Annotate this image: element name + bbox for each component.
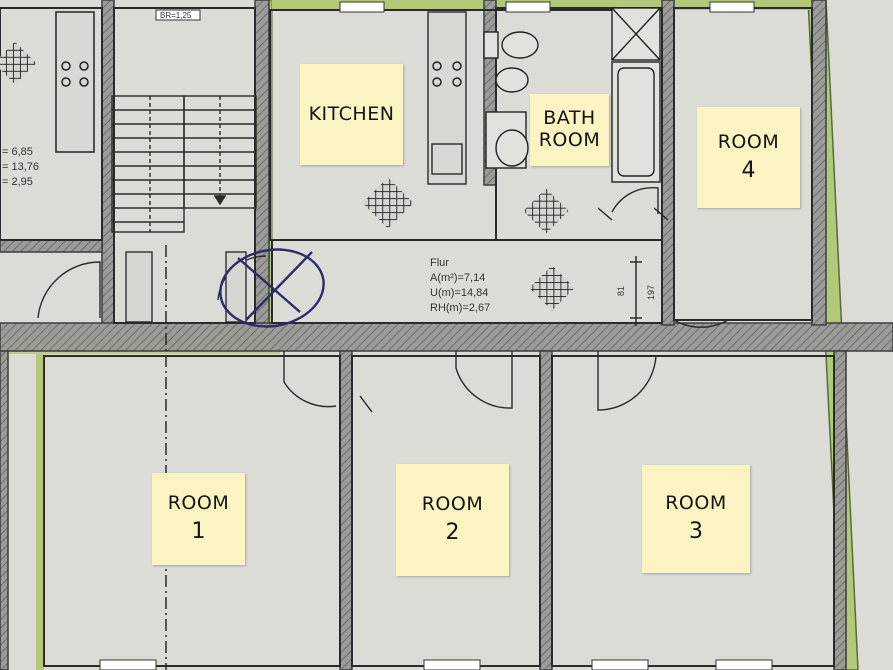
sticky-note-room4: ROOM 4 <box>697 107 800 208</box>
room4-number: 4 <box>741 157 756 183</box>
room3-label: ROOM <box>665 492 727 515</box>
door-dimension-197: 197 <box>646 285 656 300</box>
bathroom-label-line1: BATH <box>543 107 596 130</box>
hallway-height: RH(m)=2,67 <box>430 302 490 314</box>
room2-number: 2 <box>445 520 460 546</box>
toilet-icon <box>483 31 539 93</box>
hallway-area: A(m²)=7,14 <box>430 272 485 284</box>
left-room-value-1: = 6,85 <box>2 146 33 158</box>
stove-icon <box>432 61 462 87</box>
kitchen-label: KITCHEN <box>308 102 395 125</box>
room3-number: 3 <box>689 519 703 545</box>
door-dimension-marks <box>359 207 669 413</box>
kitchen-counter <box>427 11 467 185</box>
staircase-icon <box>111 95 257 233</box>
window-tag-text: BR=1,25 <box>160 11 192 20</box>
room4-label: ROOM <box>717 130 780 153</box>
room1-label: ROOM <box>167 492 230 515</box>
sticky-note-bathroom: BATH ROOM <box>530 94 609 166</box>
sticky-note-room1: ROOM 1 <box>152 473 245 565</box>
hallway-perimeter: U(m)=14,84 <box>430 287 488 299</box>
pen-circle-mark <box>219 248 325 328</box>
room2-label: ROOM <box>421 493 484 516</box>
sticky-note-kitchen: KITCHEN <box>300 64 403 165</box>
washbasin-icon <box>485 111 529 169</box>
shower-icon <box>611 7 661 61</box>
left-stove-icon <box>55 11 95 153</box>
hallway-title: Flur <box>430 257 449 269</box>
sticky-note-room2: ROOM 2 <box>396 464 509 576</box>
door-swings <box>37 186 729 411</box>
door-dimension-81: 81 <box>616 286 626 296</box>
window-tags <box>99 1 773 670</box>
left-room-value-2: = 13,76 <box>2 161 39 173</box>
bathtub-icon <box>611 61 661 183</box>
sticky-note-room3: ROOM 3 <box>642 465 750 573</box>
left-room-value-3: = 2,95 <box>2 176 33 188</box>
green-strip-left-edge <box>36 354 44 670</box>
bathroom-label-line2: ROOM <box>538 129 601 151</box>
room1-number: 1 <box>191 519 206 545</box>
